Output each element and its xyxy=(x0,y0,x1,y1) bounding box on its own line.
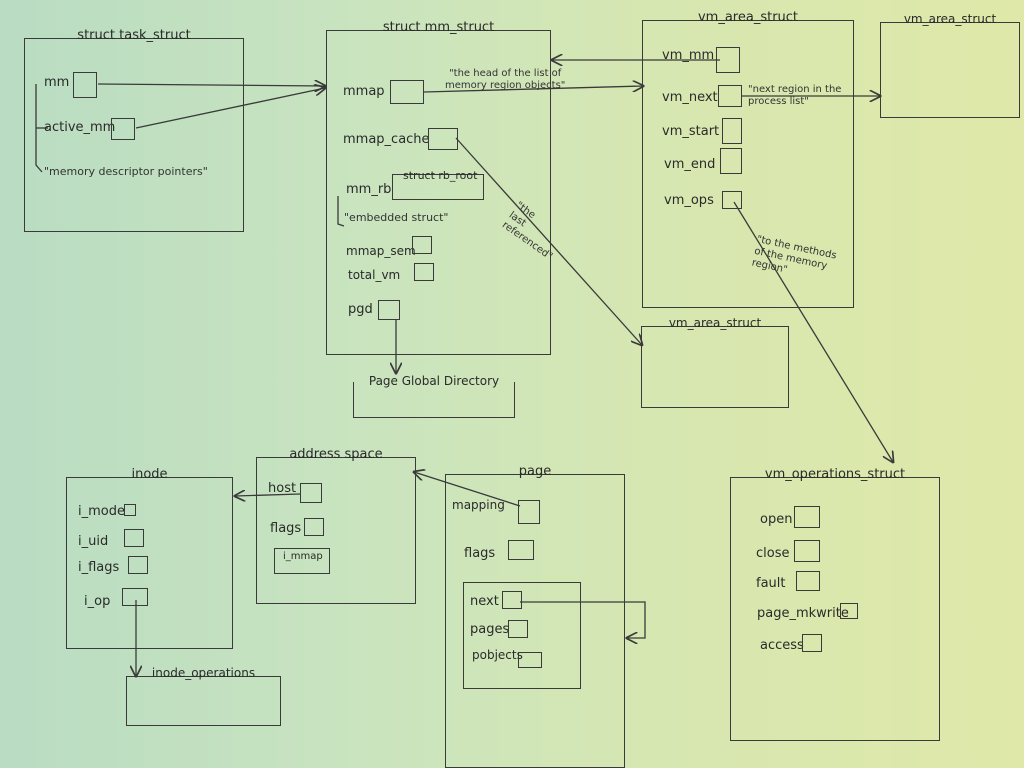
address-space-box: address space xyxy=(256,447,416,604)
task-struct-box: struct task_struct xyxy=(24,28,244,232)
page-inner-box xyxy=(463,582,581,689)
task-struct-active-mm-label: active_mm xyxy=(44,120,116,135)
inode-i-mode-label: i_mode xyxy=(78,504,125,519)
vm-area-cache-box: vm_area_struct xyxy=(641,316,789,408)
address-space-host-label: host xyxy=(268,481,297,496)
vm-ops-fault-slot xyxy=(796,571,820,591)
address-space-i-mmap-label: i_mmap xyxy=(283,551,323,562)
vm-ops-access-slot xyxy=(802,634,822,652)
pgd-box: Page Global Directory xyxy=(353,374,515,418)
page-title: page xyxy=(518,464,552,479)
task-struct-title: struct task_struct xyxy=(77,28,191,43)
inode-i-uid-slot xyxy=(124,529,144,547)
vm-ops-page-mkwrite-slot xyxy=(840,603,858,619)
task-struct-active-mm-slot xyxy=(111,118,135,140)
address-space-flags-slot xyxy=(304,518,324,536)
vm-ops-struct-title: vm_operations_struct xyxy=(764,467,906,482)
vm-area-vm-ops-slot xyxy=(722,191,742,209)
page-flags-label: flags xyxy=(464,546,496,561)
vm-ops-access-label: access xyxy=(760,638,804,653)
mm-struct-embedded-note: "embedded struct" xyxy=(344,211,449,224)
vm-ops-open-slot xyxy=(794,506,820,528)
address-space-title: address space xyxy=(289,447,383,462)
vm-area-vm-next-label: vm_next xyxy=(662,90,718,105)
mm-struct-mmap-cache-slot xyxy=(428,128,458,150)
inode-i-op-label: i_op xyxy=(84,594,111,609)
page-pobjects-label: pobjects xyxy=(472,648,523,662)
inode-title: inode xyxy=(131,467,168,482)
vm-ops-close-slot xyxy=(794,540,820,562)
mm-struct-pgd-label: pgd xyxy=(348,302,373,317)
vm-area-main-box: vm_area_struct xyxy=(642,10,854,308)
mm-struct-title: struct mm_struct xyxy=(382,20,495,35)
page-pages-slot xyxy=(508,620,528,638)
vm-area-vm-ops-label: vm_ops xyxy=(664,193,714,208)
mm-struct-mmap-cache-label: mmap_cache xyxy=(343,132,430,147)
note-mmap-head: "the head of the list of memory region o… xyxy=(445,68,566,91)
mm-struct-rb-root-box: struct rb_root xyxy=(392,169,484,200)
vm-area-right-title: vm_area_struct xyxy=(903,12,997,26)
vm-ops-close-label: close xyxy=(756,546,790,561)
vm-area-vm-start-label: vm_start xyxy=(662,124,720,139)
mm-struct-total-vm-slot xyxy=(414,263,434,281)
vm-area-vm-mm-slot xyxy=(716,47,740,73)
vm-ops-page-mkwrite-label: page_mkwrite xyxy=(757,606,849,621)
vm-area-cache-title: vm_area_struct xyxy=(668,316,762,330)
vm-area-vm-end-label: vm_end xyxy=(664,157,716,172)
mm-struct-total-vm-label: total_vm xyxy=(348,268,401,282)
address-space-host-slot xyxy=(300,483,322,503)
page-flags-slot xyxy=(508,540,534,560)
inode-i-flags-label: i_flags xyxy=(78,560,120,575)
inode-i-mode-slot xyxy=(124,504,136,516)
mm-struct-pgd-slot xyxy=(378,300,400,320)
page-next-label: next xyxy=(470,594,499,609)
inode-box: inode xyxy=(66,467,233,649)
page-pages-label: pages xyxy=(470,622,510,637)
vm-ops-struct-box: vm_operations_struct xyxy=(730,467,940,741)
inode-i-flags-slot xyxy=(128,556,148,574)
address-space-i-mmap-box: i_mmap xyxy=(274,548,330,574)
task-struct-mm-slot xyxy=(73,72,97,98)
note-next-region: "next region in the process list" xyxy=(748,84,842,107)
pgd-box-title: Page Global Directory xyxy=(368,374,500,388)
vm-ops-open-label: open xyxy=(760,512,793,527)
vm-area-main-title: vm_area_struct xyxy=(697,10,799,25)
task-struct-note: "memory descriptor pointers" xyxy=(44,165,208,178)
mm-struct-box: struct mm_struct xyxy=(326,20,551,355)
vm-area-vm-mm-label: vm_mm xyxy=(662,48,715,63)
mm-struct-mmap-slot xyxy=(390,80,424,104)
task-struct-mm-label: mm xyxy=(44,75,70,90)
mm-struct-mm-rb-label: mm_rb xyxy=(346,182,392,197)
inode-i-uid-label: i_uid xyxy=(78,534,109,549)
page-next-slot xyxy=(502,591,522,609)
page-mapping-label: mapping xyxy=(452,498,505,512)
mm-struct-mmap-sem-label: mmap_sem xyxy=(346,244,416,258)
mm-struct-mmap-sem-slot xyxy=(412,236,432,254)
vm-area-vm-start-slot xyxy=(722,118,742,144)
mm-struct-mmap-label: mmap xyxy=(343,84,385,99)
mm-struct-rb-root-label: struct rb_root xyxy=(403,169,478,182)
page-mapping-slot xyxy=(518,500,540,524)
inode-i-op-slot xyxy=(122,588,148,606)
page-pobjects-slot xyxy=(518,652,542,668)
vm-ops-fault-label: fault xyxy=(756,576,786,591)
vm-area-vm-next-slot xyxy=(718,85,742,107)
inode-ops-box: inode_operations xyxy=(126,666,281,726)
vm-area-vm-end-slot xyxy=(720,148,742,174)
vm-area-right-box: vm_area_struct xyxy=(880,12,1020,118)
inode-ops-title: inode_operations xyxy=(151,666,256,680)
address-space-flags-label: flags xyxy=(270,521,302,536)
